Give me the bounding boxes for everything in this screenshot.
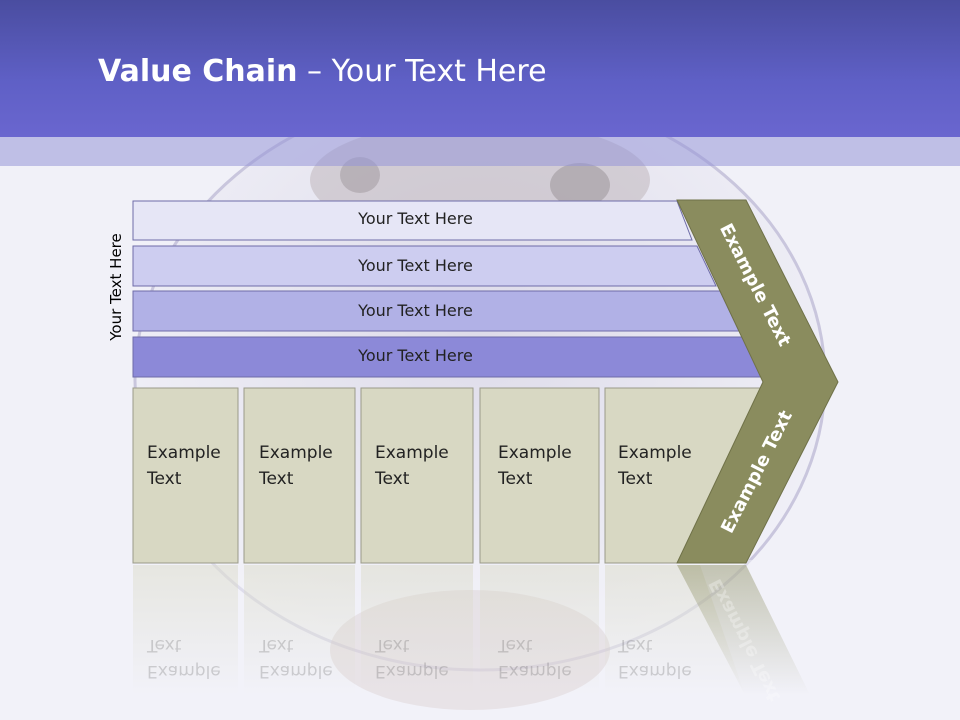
band-label-4[interactable]: Your Text Here (358, 346, 473, 365)
slide-title[interactable]: Value Chain – Your Text Here (98, 54, 547, 89)
box-1-reflection-line1: Example (147, 661, 221, 681)
box-reflection (361, 565, 473, 695)
box-reflection (133, 565, 238, 695)
side-label[interactable]: Your Text Here (107, 233, 125, 341)
box-2-text[interactable]: Example Text (259, 440, 333, 492)
box-5-reflection-text: Example Text (618, 632, 692, 684)
box-4-shape[interactable] (479, 387, 600, 564)
box-3-reflection-line2: Text (375, 635, 410, 655)
box-5-reflection-line2: Text (618, 635, 653, 655)
box-1-reflection-line2: Text (147, 635, 182, 655)
band-2-shape[interactable] (132, 245, 717, 287)
box-1-text[interactable]: Example Text (147, 440, 221, 492)
chevron-arrow-shape[interactable] (676, 199, 839, 564)
box-4-reflection-line2: Text (498, 635, 533, 655)
band-label-1[interactable]: Your Text Here (358, 209, 473, 228)
box-1-reflection-text: Example Text (147, 632, 221, 684)
box-3-reflection-text: Example Text (375, 632, 449, 684)
box-2-line2: Text (259, 469, 294, 489)
box-reflection (480, 565, 599, 695)
box-2-reflection-line2: Text (259, 635, 294, 655)
box-5-line2: Text (618, 469, 653, 489)
box-5-reflection-line1: Example (618, 661, 692, 681)
box-3-line2: Text (375, 469, 410, 489)
box-2-reflection-line1: Example (259, 661, 333, 681)
title-rest: – Your Text Here (297, 54, 547, 89)
box-reflection (244, 565, 355, 695)
box-5-line1: Example (618, 443, 692, 463)
box-1-line2: Text (147, 469, 182, 489)
band-1-shape[interactable] (132, 200, 693, 241)
band-label-3[interactable]: Your Text Here (358, 301, 473, 320)
title-bold: Value Chain (98, 54, 298, 89)
box-1-shape[interactable] (132, 387, 239, 564)
box-3-line1: Example (375, 443, 449, 463)
box-4-line2: Text (498, 469, 533, 489)
chevron-arrow-reflection (677, 565, 810, 695)
header-strip (0, 137, 960, 166)
box-2-reflection-text: Example Text (259, 632, 333, 684)
box-4-reflection-text: Example Text (498, 632, 572, 684)
box-2-line1: Example (259, 443, 333, 463)
box-4-line1: Example (498, 443, 572, 463)
box-3-reflection-line1: Example (375, 661, 449, 681)
header-bar (0, 0, 960, 137)
band-label-2[interactable]: Your Text Here (358, 256, 473, 275)
box-5-text[interactable]: Example Text (618, 440, 692, 492)
box-4-reflection-line1: Example (498, 661, 572, 681)
box-1-line1: Example (147, 443, 221, 463)
box-4-text[interactable]: Example Text (498, 440, 572, 492)
box-2-shape[interactable] (243, 387, 356, 564)
box-3-shape[interactable] (360, 387, 474, 564)
box-3-text[interactable]: Example Text (375, 440, 449, 492)
